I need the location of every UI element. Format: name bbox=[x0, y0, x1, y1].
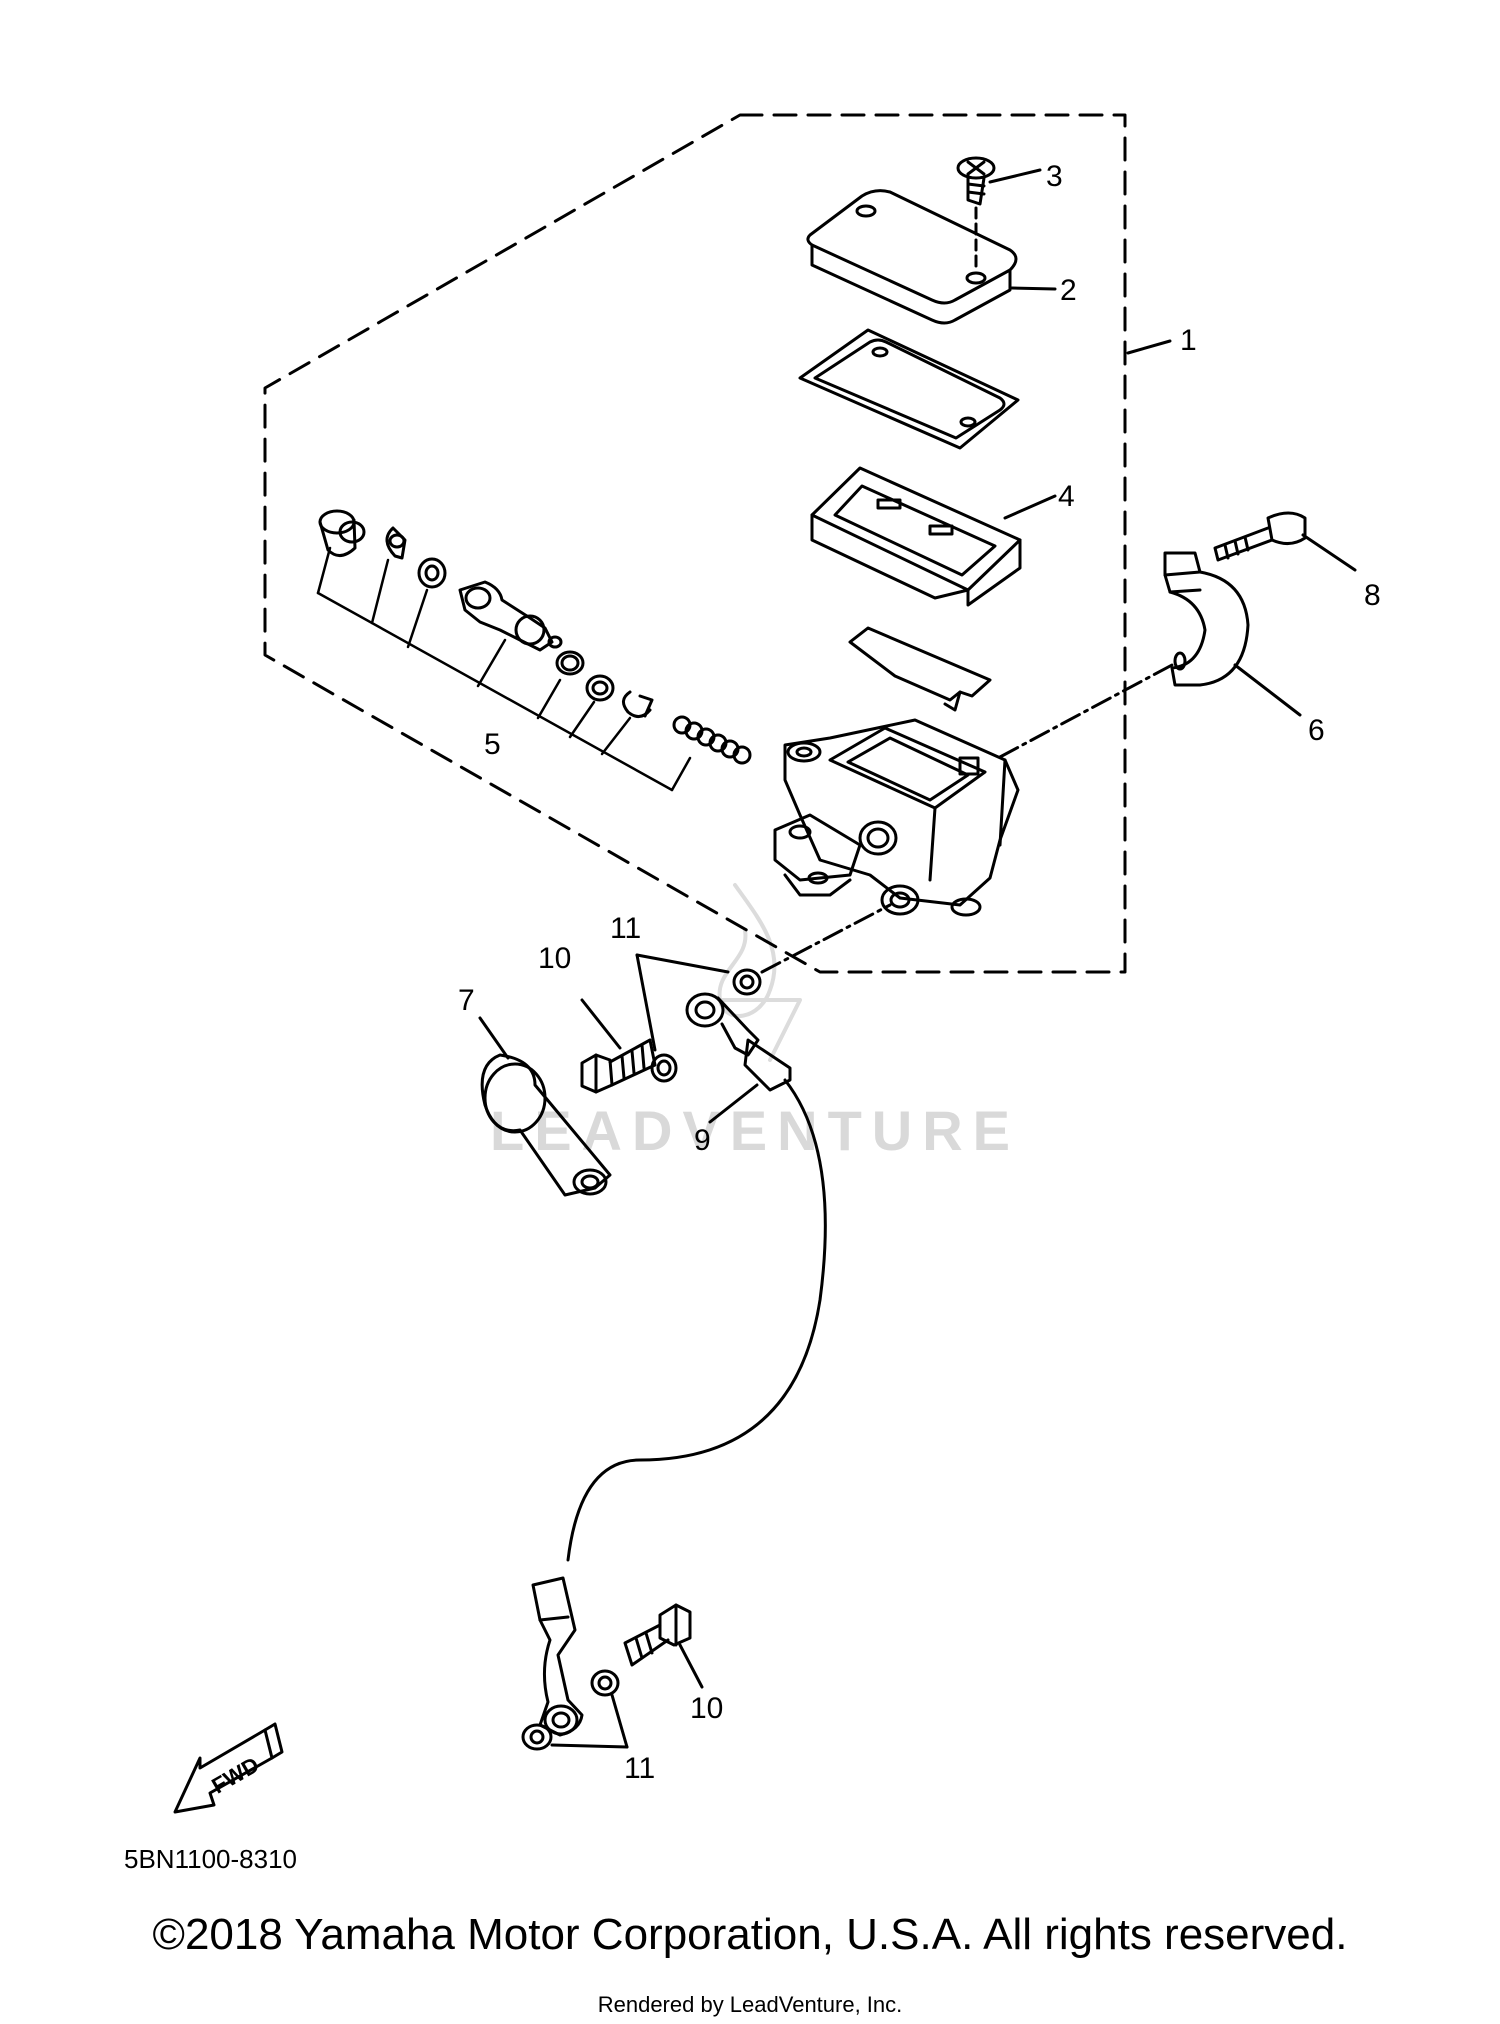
leader-3 bbox=[988, 168, 1042, 184]
callout-4: 4 bbox=[1058, 480, 1075, 513]
washer-part-11-lower-1 bbox=[590, 1669, 620, 1697]
diaphragm-plate bbox=[798, 328, 1020, 450]
callout-7: 7 bbox=[458, 984, 475, 1017]
callout-11-upper: 11 bbox=[610, 912, 641, 945]
leader-8 bbox=[1301, 533, 1357, 572]
callout-10-upper: 10 bbox=[538, 942, 571, 975]
callout-10-lower: 10 bbox=[690, 1692, 723, 1725]
leader-7 bbox=[478, 1016, 510, 1060]
copyright-notice: ©2018 Yamaha Motor Corporation, U.S.A. A… bbox=[152, 1910, 1348, 1959]
screw-part-3 bbox=[956, 156, 996, 272]
watermark-text: LEADVENTURE bbox=[490, 1099, 1020, 1162]
callout-6: 6 bbox=[1308, 714, 1325, 747]
callout-11-lower: 11 bbox=[624, 1752, 655, 1785]
leader-11-lower bbox=[550, 1693, 629, 1749]
leader-11-upper bbox=[635, 953, 730, 1052]
washer-part-11-lower-2 bbox=[521, 1723, 553, 1751]
leader-9 bbox=[708, 1083, 759, 1124]
fwd-arrow-icon bbox=[173, 1722, 284, 1814]
callout-3: 3 bbox=[1046, 160, 1063, 193]
assembly-boundary bbox=[263, 113, 1127, 974]
diaphragm-part-4 bbox=[810, 466, 1022, 607]
leader-6 bbox=[1233, 663, 1302, 717]
dashdot-washer-to-body bbox=[760, 903, 892, 974]
rendered-by-notice: Rendered by LeadVenture, Inc. bbox=[597, 1992, 903, 2017]
leader-4 bbox=[1003, 494, 1057, 520]
callout-2: 2 bbox=[1060, 274, 1077, 307]
union-bolt-part-10-upper bbox=[580, 1038, 657, 1094]
holder-part-6 bbox=[1163, 551, 1250, 687]
leader-5 bbox=[316, 546, 692, 792]
diagram-code: 5BN1100-8310 bbox=[124, 1844, 297, 1874]
washer-part-11-upper-2 bbox=[732, 968, 762, 996]
dashdot-6-to-body bbox=[998, 663, 1174, 759]
bolt-part-8 bbox=[1213, 511, 1307, 562]
callout-9: 9 bbox=[694, 1124, 711, 1157]
leader-10-upper bbox=[580, 998, 622, 1050]
piston-kit-part-5 bbox=[318, 509, 752, 765]
watermark-logo bbox=[717, 883, 802, 1062]
union-bolt-part-10-lower bbox=[623, 1603, 692, 1667]
leader-2 bbox=[1010, 286, 1057, 291]
boot-part-7 bbox=[480, 1053, 612, 1197]
reservoir-cap-part-2 bbox=[806, 189, 1018, 325]
master-cylinder-body bbox=[773, 718, 1020, 917]
callout-8: 8 bbox=[1364, 579, 1381, 612]
leader-10-lower bbox=[678, 1643, 704, 1689]
callout-1: 1 bbox=[1180, 324, 1197, 357]
gasket-plate bbox=[848, 626, 992, 712]
washer-part-11-upper-1 bbox=[650, 1053, 678, 1083]
brake-hose-part-9 bbox=[531, 992, 827, 1737]
leader-1 bbox=[1126, 339, 1172, 355]
callout-5: 5 bbox=[484, 728, 501, 761]
